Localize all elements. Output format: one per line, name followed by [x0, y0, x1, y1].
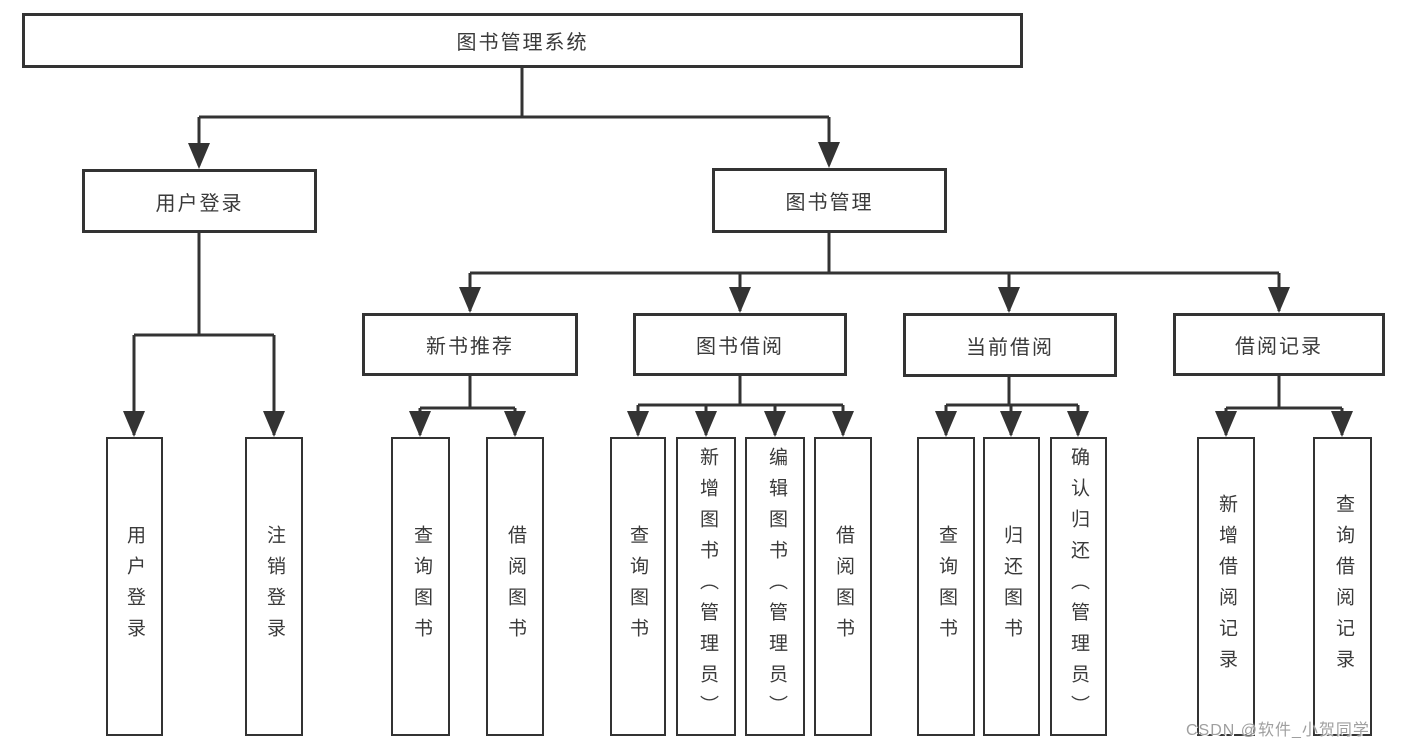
csdn-watermark: CSDN @软件_小贺同学: [1186, 722, 1370, 739]
node-book-management: 图书管理: [712, 168, 947, 233]
connector-bookborrow-to-leaves: [636, 376, 845, 435]
arrowhead-icon: [409, 411, 431, 437]
arrowhead-icon: [729, 287, 751, 313]
node-library-management-system: 图书管理系统: [22, 13, 1023, 68]
arrowhead-icon: [1067, 411, 1089, 437]
leaf-borrow-books-recommend: 借阅图书: [486, 437, 544, 736]
arrowhead-icon: [459, 287, 481, 313]
leaf-query-books-borrow: 查询图书: [610, 437, 666, 736]
leaf-add-borrow-record: 新增借阅记录: [1197, 437, 1255, 736]
arrowhead-icon: [818, 142, 840, 168]
arrowhead-icon: [1215, 411, 1237, 437]
arrowhead-icon: [998, 287, 1020, 313]
leaf-borrow-books: 借阅图书: [814, 437, 872, 736]
leaf-confirm-return-admin: 确认归还（管理员）: [1050, 437, 1107, 736]
node-user-login: 用户登录: [82, 169, 317, 233]
arrowhead-icon: [627, 411, 649, 437]
arrowhead-icon: [832, 411, 854, 437]
node-current-borrow: 当前借阅: [903, 313, 1117, 377]
leaf-query-borrow-record: 查询借阅记录: [1313, 437, 1372, 736]
arrowhead-icon: [695, 411, 717, 437]
arrowhead-icon: [935, 411, 957, 437]
connector-borrowrecords-to-leaves: [1224, 376, 1344, 435]
leaf-user-login: 用户登录: [106, 437, 163, 736]
connector-currentborrow-to-leaves: [944, 377, 1080, 435]
node-new-book-recommend: 新书推荐: [362, 313, 578, 376]
arrowhead-icon: [504, 411, 526, 437]
node-book-borrow: 图书借阅: [633, 313, 847, 376]
connector-bookmgmt-to-level3: [468, 233, 1281, 311]
connector-userlogin-to-leaves: [132, 233, 276, 435]
connector-newbookrec-to-leaves: [418, 376, 517, 435]
arrowhead-icon: [188, 143, 210, 169]
node-borrow-records: 借阅记录: [1173, 313, 1385, 376]
leaf-add-books-admin: 新增图书（管理员）: [676, 437, 736, 736]
arrowhead-icon: [764, 411, 786, 437]
leaf-return-books: 归还图书: [983, 437, 1040, 736]
arrowhead-icon: [1000, 411, 1022, 437]
leaf-query-books-current: 查询图书: [917, 437, 975, 736]
arrowhead-icon: [123, 411, 145, 437]
connector-root-to-level2: [197, 68, 831, 166]
leaf-edit-books-admin: 编辑图书（管理员）: [745, 437, 805, 736]
leaf-query-books-recommend: 查询图书: [391, 437, 450, 736]
arrowhead-icon: [1331, 411, 1353, 437]
arrowhead-icon: [263, 411, 285, 437]
leaf-logout: 注销登录: [245, 437, 303, 736]
arrowhead-icon: [1268, 287, 1290, 313]
